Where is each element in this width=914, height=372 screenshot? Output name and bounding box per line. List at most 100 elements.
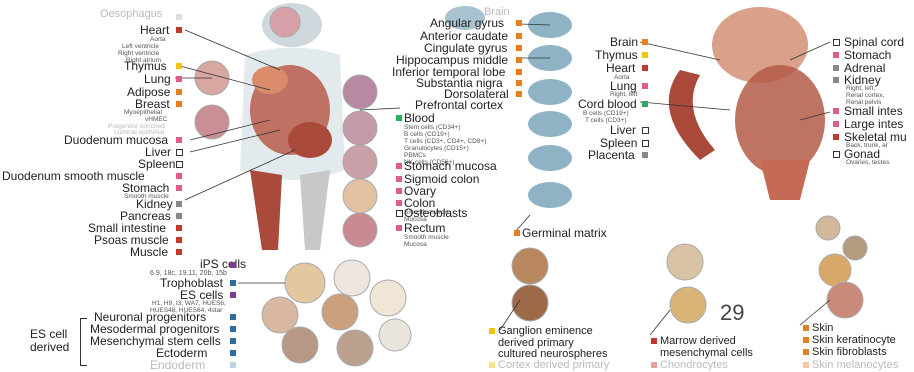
swatch-substantia [516,80,522,86]
swatch-fetal-spleen [642,140,649,147]
swatch-gonad [833,151,840,158]
label-germinal-matrix: Germinal matrix [522,227,607,239]
breast-sub-vhmec: vHMEC [145,116,167,123]
rectum-sub-1: Mucosa [404,241,427,248]
label-cord-blood: Cord blood [578,98,637,110]
swatch-chondrocytes [651,362,657,368]
label-ips: iPS cells [200,258,246,270]
swatch-placenta [642,152,648,158]
swatch-fetal-liver [642,127,649,134]
swatch-fetal-kidney [833,77,839,83]
label-fetal-stomach: Stomach [844,49,891,61]
label-skin: Skin [812,322,833,334]
label-prefrontal: Prefrontal cortex [415,99,503,111]
swatch-osteoblasts [396,210,403,217]
swatch-caudate [516,33,522,39]
heart-sub-lv: Left ventricle [122,43,159,50]
blood-sub-2: T cells (CD3+, CD4+, CD8+) [404,138,486,145]
es-sub-0: H1, H9, I3, WA7, HUES6, [152,300,226,307]
fetus-illustration [669,7,825,200]
swatch-spinal [833,39,840,46]
kidney-sub-1: Renal cortex, [846,92,884,99]
label-osteoblasts: Osteoblasts [404,207,467,219]
swatch-breast [176,101,182,107]
swatch-sigmoid [396,176,402,182]
swatch-keratinocyte [803,337,809,343]
label-large-intes: Large intes [844,118,903,130]
swatch-fetal-heart [642,65,648,71]
swatch-skin [803,325,809,331]
label-blood: Blood [404,112,435,124]
label-skin-fibroblasts: Skin fibroblasts [812,346,887,358]
swatch-liver [176,149,183,156]
swatch-germinal [514,230,520,236]
swatch-duodenum [176,137,182,143]
blood-sub-0: Stem cells (CD34+) [404,124,461,131]
swatch-oesophagus [176,14,182,20]
swatch-adrenal [833,65,839,71]
swatch-duodenum-sm [176,173,182,179]
label-ganglion-1: Ganglion eminence [498,325,593,337]
label-marrow-2: mesenchymal cells [660,347,753,359]
swatch-marrow [651,338,657,344]
label-stomach-mucosa: Stomach mucosa [404,160,497,172]
swatch-spleen [176,161,183,168]
swatch-skeletal [833,134,839,140]
label-fetal-liver: Liver [610,124,636,136]
swatch-heart [176,27,182,33]
swatch-psoas [176,237,182,243]
label-fetal-brain: Brain [610,36,638,48]
label-chondrocytes: Chondrocytes [660,359,728,371]
swatch-melanocytes [803,362,809,368]
swatch-fetal-lung [642,83,648,89]
breast-sub-myo: Myoepithelial [124,109,162,116]
stem-cell-micrographs [262,260,411,366]
swatch-inferior [516,69,522,75]
swatch-ectoderm [230,350,236,356]
label-cortex-derived: Cortex derived primary [498,359,609,371]
label-es-derived-2: derived [30,341,69,353]
swatch-lung [176,76,182,82]
cord-sub-0: B cells (CD19+) [583,110,629,117]
swatch-blood [396,115,402,121]
label-fetal-thymus: Thymus [595,49,638,61]
rectum-sub-0: Smooth muscle [404,234,449,241]
swatch-trophoblast [230,280,236,286]
label-lung: Lung [144,73,171,85]
label-rectum: Rectum [404,222,445,234]
label-thymus: Thymus [124,60,167,72]
swatch-pancreas [176,213,182,219]
adult-body-illustration [240,3,345,250]
blood-sub-4: PBMCs [404,152,426,159]
label-small-intes: Small intes [844,105,903,117]
swatch-thymus [176,63,182,69]
swatch-ovary [396,188,402,194]
swatch-dorsolateral [516,91,522,97]
swatch-fetal-brain [642,39,648,45]
blood-sub-3: Granulocytes (CD15+) [404,145,469,152]
swatch-small-intes [833,108,839,114]
swatch-fibroblasts [803,349,809,355]
gonad-sub: Ovaries, testes [846,159,889,166]
label-angular-gyrus: Angular gyrus [430,17,504,29]
swatch-stomach-mucosa [396,163,402,169]
swatch-stomach [176,185,182,191]
swatch-fetal-stomach [833,52,839,58]
swatch-colon [396,200,402,206]
swatch-small-int [176,225,182,231]
swatch-ips [230,262,236,268]
swatch-cord-blood [642,101,648,107]
swatch-cortex [489,362,495,368]
label-placenta: Placenta [588,149,635,161]
label-heart: Heart [140,24,169,36]
label-endoderm: Endoderm [150,359,205,371]
label-oesophagus: Oesophagus [100,8,162,20]
swatch-mesodermal [230,326,236,332]
swatch-neuronal [230,314,236,320]
swatch-mesenchymal [230,338,236,344]
label-spinal-cord: Spinal cord [844,36,904,48]
heart-sub-aorta: Aorta [150,36,166,43]
swatch-kidney [176,201,182,207]
page-number: 29 [720,300,744,326]
swatch-ganglion [489,328,495,334]
